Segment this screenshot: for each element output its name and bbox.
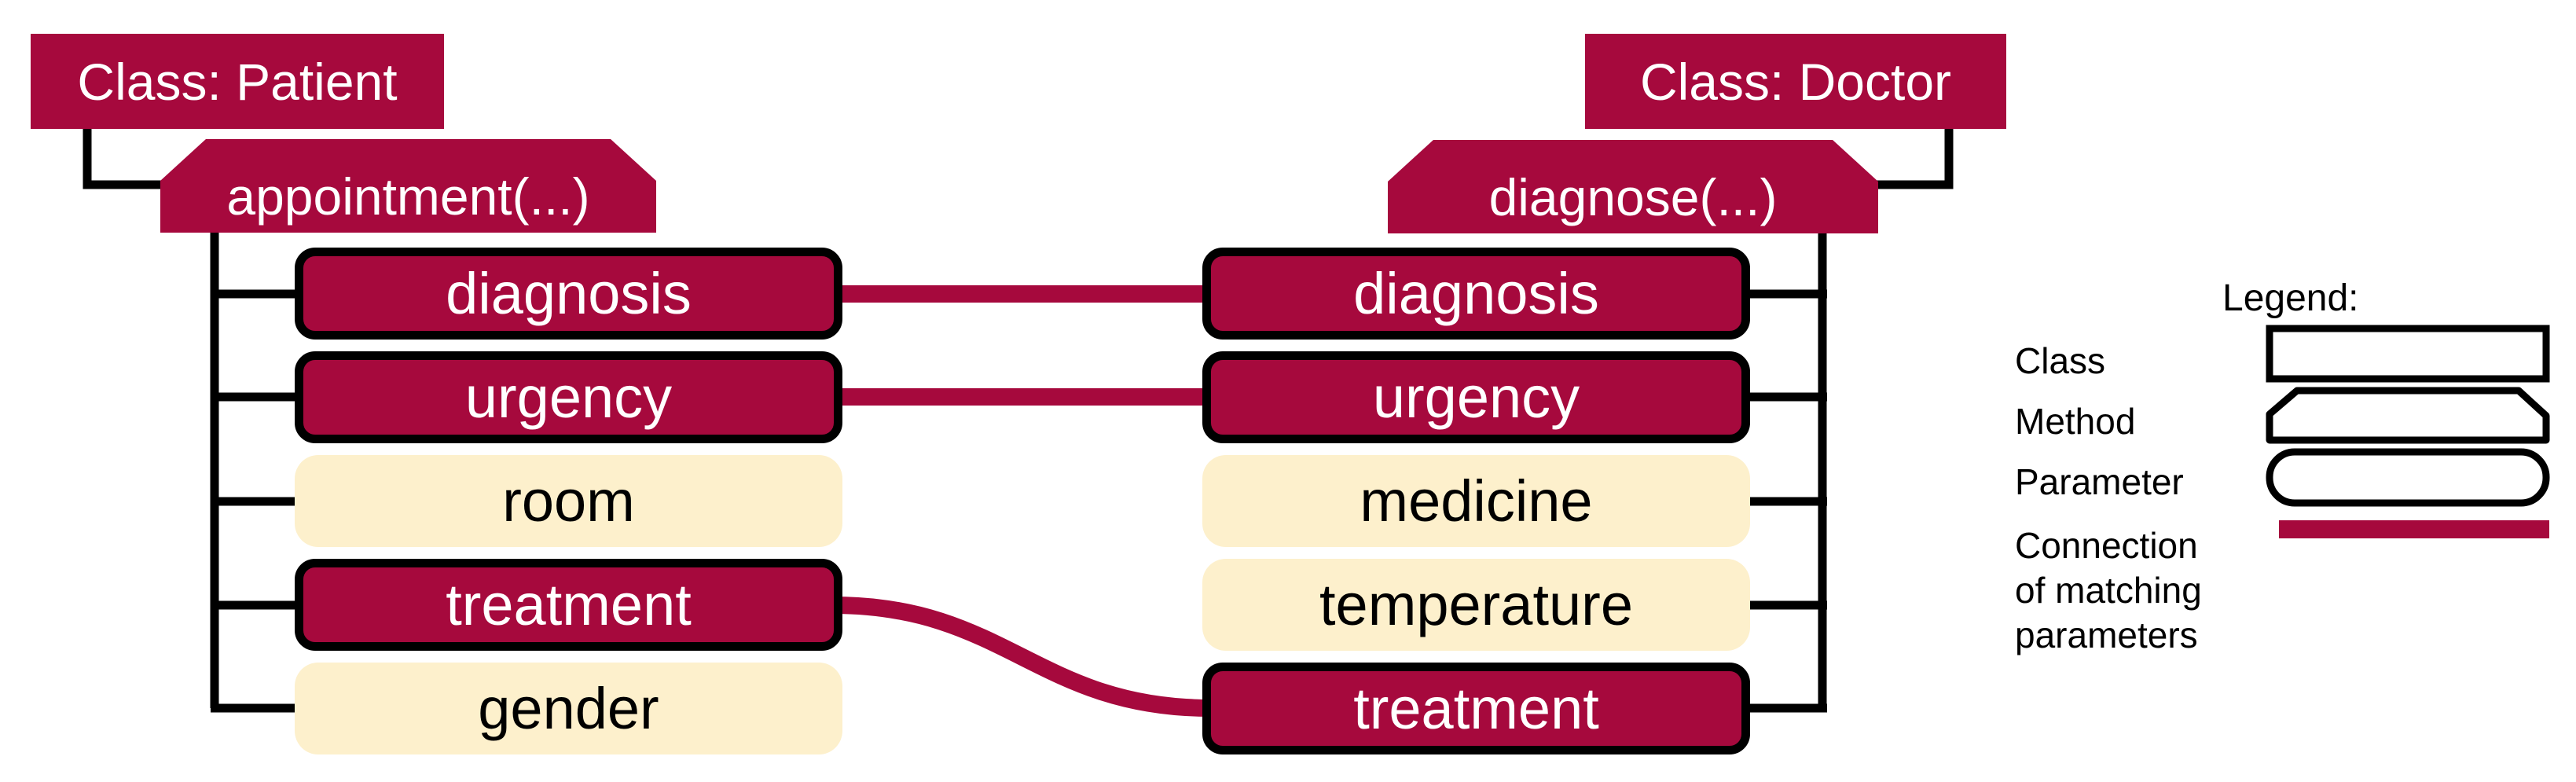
doctor-class-method-connector [1856, 126, 1954, 189]
doctor-param-treatment: treatment [1202, 663, 1750, 754]
doctor-param-urgency: urgency [1202, 351, 1750, 443]
param-label: diagnosis [446, 261, 692, 326]
param-label: diagnosis [1353, 261, 1599, 326]
patient-param-treatment: treatment [295, 559, 842, 651]
patient-class-label: Class: Patient [77, 52, 398, 111]
param-label: room [502, 468, 635, 534]
patient-param-diagnosis: diagnosis [295, 248, 842, 340]
doctor-method-label: diagnose(...) [1388, 140, 1878, 233]
patient-param-room: room [295, 455, 842, 547]
doctor-class-label: Class: Doctor [1639, 52, 1952, 111]
doctor-method-shape [1388, 140, 1878, 233]
legend-label-parameter: Parameter [2015, 461, 2184, 502]
legend-label-method: Method [2015, 401, 2136, 442]
param-label: urgency [464, 365, 673, 430]
legend-class-shape [2266, 325, 2550, 383]
patient-param-urgency: urgency [295, 351, 842, 443]
param-label: temperature [1319, 572, 1633, 637]
legend-shape-column [2266, 325, 2550, 538]
param-label: medicine [1360, 468, 1593, 534]
legend-title: Legend: [2222, 277, 2359, 319]
legend-parameter-shape [2266, 448, 2550, 507]
patient-parameter-spine [210, 228, 299, 713]
param-label: urgency [1372, 365, 1580, 430]
doctor-method-text: diagnose(...) [1488, 167, 1778, 226]
patient-method-text: appointment(...) [226, 167, 590, 226]
doctor-param-diagnosis: diagnosis [1202, 248, 1750, 340]
legend-label-class: Class [2015, 340, 2106, 381]
patient-class-box: Class: Patient [31, 34, 444, 129]
legend-connection-swatch [2279, 520, 2549, 538]
doctor-class-box: Class: Doctor [1585, 34, 2006, 129]
legend-label-connection: Connection of matching parameters [2015, 523, 2202, 658]
patient-class-method-connector [83, 126, 182, 189]
param-label: treatment [1353, 676, 1599, 741]
legend-connection-line3: parameters [2015, 615, 2198, 655]
doctor-param-medicine: medicine [1202, 455, 1750, 547]
legend-connection-line1: Connection [2015, 525, 2198, 566]
doctor-parameter-spine [1746, 228, 1827, 713]
patient-method-label: appointment(...) [160, 139, 656, 233]
connection-treatment [832, 597, 1211, 717]
patient-param-gender: gender [295, 663, 842, 754]
param-label: gender [478, 676, 659, 741]
legend-method-shape [2266, 387, 2550, 444]
patient-method-shape [160, 139, 656, 233]
doctor-param-temperature: temperature [1202, 559, 1750, 651]
legend-connection-line2: of matching [2015, 570, 2202, 611]
param-label: treatment [446, 572, 692, 637]
